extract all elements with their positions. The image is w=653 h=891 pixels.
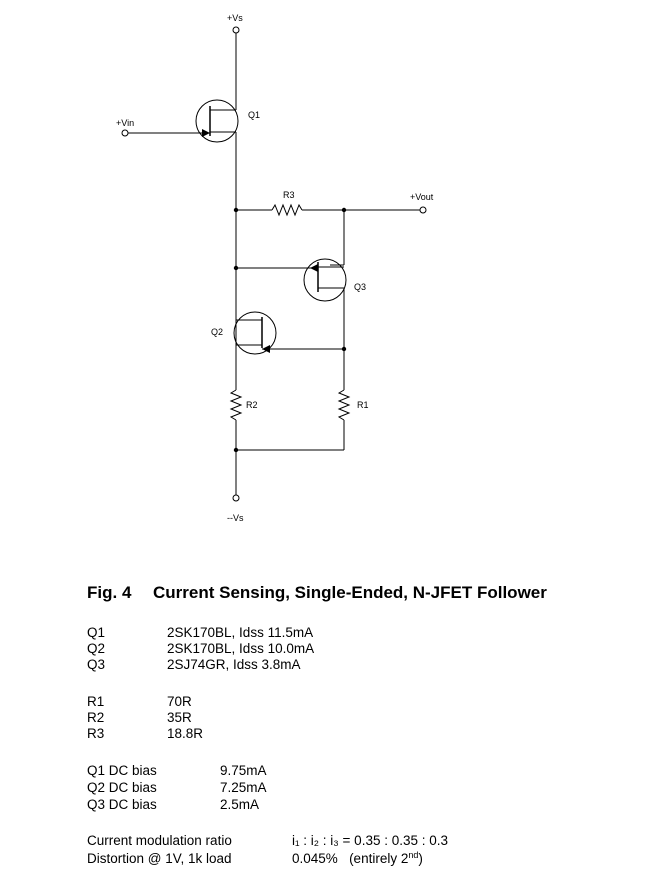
part-value: 18.8R xyxy=(167,726,204,741)
label-vin: +Vin xyxy=(116,118,134,128)
label-r1: R1 xyxy=(357,400,369,410)
junction-dot xyxy=(233,207,239,213)
label-vout: +Vout xyxy=(410,192,434,202)
vin-terminal xyxy=(121,129,129,137)
part-value: 2SJ74GR, Idss 3.8mA xyxy=(167,657,301,672)
distortion-note-post: ) xyxy=(418,851,423,866)
part-ref: Q3 xyxy=(87,657,106,672)
label-vs-neg: --Vs xyxy=(227,513,244,523)
part-ref: Q2 xyxy=(87,641,106,656)
bias-value: 2.5mA xyxy=(220,797,260,812)
r1-resistor xyxy=(337,389,351,421)
distortion-note-pre: (entirely 2 xyxy=(349,851,409,866)
bias-label: Q3 DC bias xyxy=(87,797,157,812)
q2-jfet-symbol xyxy=(233,311,277,355)
label-vs-pos: +Vs xyxy=(227,13,243,23)
junction-dot xyxy=(233,265,239,271)
bias-value: 7.25mA xyxy=(220,780,267,795)
figure-caption: Fig. 4 Current Sensing, Single-Ended, N-J… xyxy=(87,583,547,603)
label-q2: Q2 xyxy=(211,327,223,337)
modulation-label: Current modulation ratio xyxy=(87,833,232,848)
part-value: 35R xyxy=(167,710,192,725)
label-r3: R3 xyxy=(283,190,295,200)
label-q3: Q3 xyxy=(354,282,366,292)
distortion-value: 0.045% (entirely 2nd) xyxy=(292,851,423,867)
q1-gate-arrow xyxy=(202,129,210,137)
bias-label: Q1 DC bias xyxy=(87,763,157,778)
junction-dot xyxy=(341,207,347,213)
part-ref: R3 xyxy=(87,726,105,741)
bias-value: 9.75mA xyxy=(220,763,267,778)
circuit-schematic: +Vs +Vin Q1 R3 +Vout Q3 Q2 R2 R1 --Vs xyxy=(116,13,434,523)
junction-dot xyxy=(233,447,239,453)
q3-jfet-symbol xyxy=(303,258,347,302)
r2-resistor xyxy=(229,389,243,421)
vout-terminal xyxy=(419,206,427,214)
junction-dot xyxy=(341,346,347,352)
distortion-label: Distortion @ 1V, 1k load xyxy=(87,851,232,866)
q1-jfet-symbol xyxy=(195,99,239,143)
bias-label: Q2 DC bias xyxy=(87,780,157,795)
q2-gate-arrow xyxy=(262,345,270,353)
figure-number: Fig. 4 xyxy=(87,583,132,602)
part-value: 70R xyxy=(167,694,192,709)
part-value: 2SK170BL, Idss 10.0mA xyxy=(167,641,315,656)
figure-title: Current Sensing, Single-Ended, N-JFET Fo… xyxy=(153,583,547,602)
part-value: 2SK170BL, Idss 11.5mA xyxy=(167,625,314,640)
label-q1: Q1 xyxy=(248,110,260,120)
q3-gate-arrow xyxy=(310,264,318,272)
part-ref: Q1 xyxy=(87,625,106,640)
part-ref: R2 xyxy=(87,710,105,725)
distortion-note-sup: nd xyxy=(408,850,419,860)
vs-neg-terminal xyxy=(232,494,240,502)
vs-pos-terminal xyxy=(232,26,240,34)
label-r2: R2 xyxy=(246,400,258,410)
r3-resistor xyxy=(271,203,303,217)
distortion-percent: 0.045% xyxy=(292,851,338,866)
modulation-value: i₁ : i₂ : i₃ = 0.35 : 0.35 : 0.3 xyxy=(292,833,449,848)
part-ref: R1 xyxy=(87,694,105,709)
